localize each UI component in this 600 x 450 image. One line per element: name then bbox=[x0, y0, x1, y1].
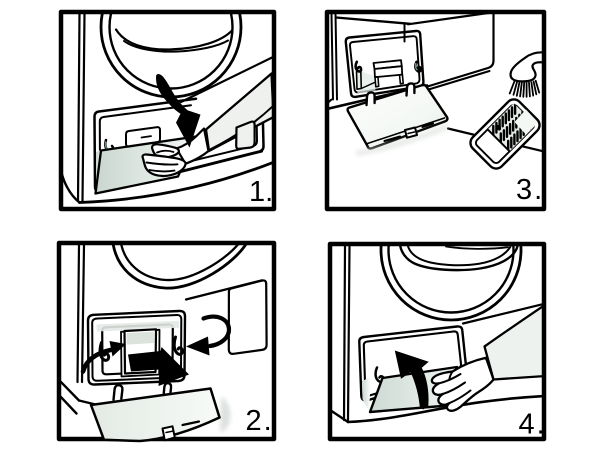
svg-text:2.: 2. bbox=[246, 405, 274, 437]
svg-text:4.: 4. bbox=[519, 408, 547, 440]
svg-text:3.: 3. bbox=[516, 174, 544, 206]
svg-text:1.: 1. bbox=[249, 176, 273, 208]
